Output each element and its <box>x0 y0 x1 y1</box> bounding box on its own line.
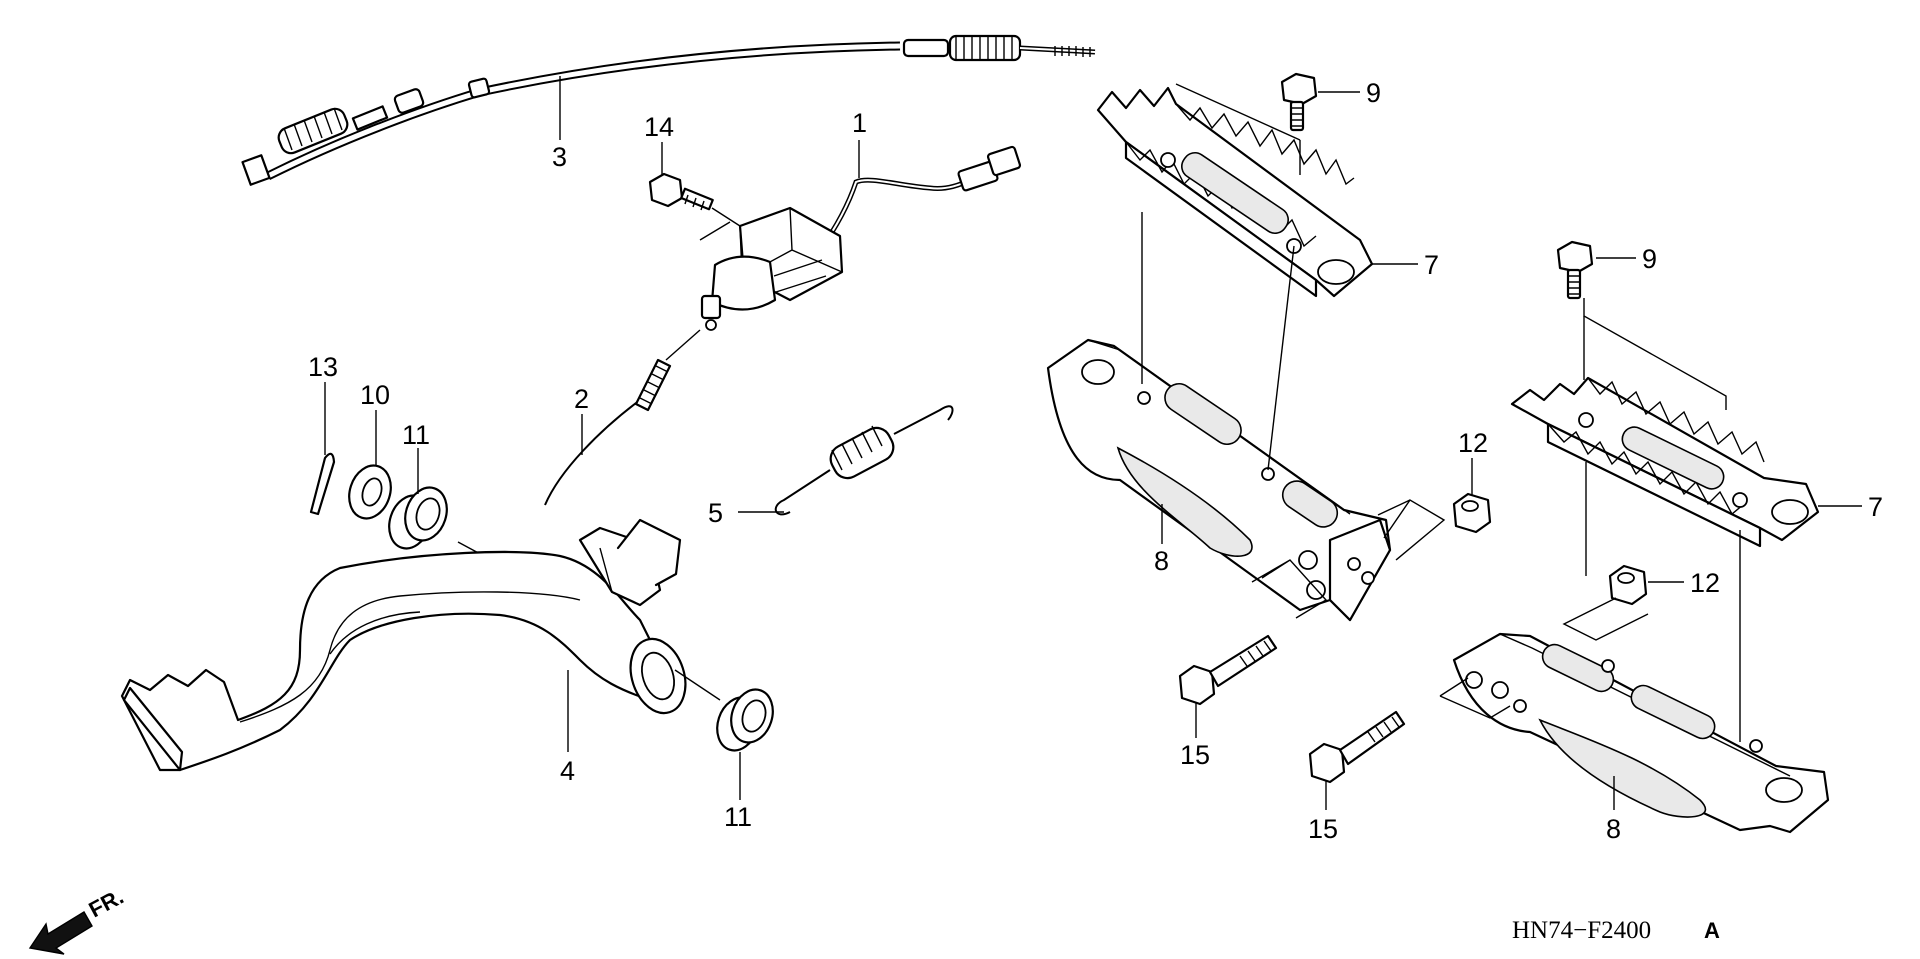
callout-8-upper: 8 <box>1154 546 1169 576</box>
washer-10 <box>348 410 392 520</box>
callout-8-lower: 8 <box>1606 814 1621 844</box>
callout-3: 3 <box>552 142 567 172</box>
switch-spring <box>544 329 701 506</box>
callout-7-upper: 7 <box>1424 250 1439 280</box>
callout-13: 13 <box>308 352 338 382</box>
diagram-code: HN74−F2400 A <box>1512 917 1720 944</box>
cotter-pin-13 <box>309 382 336 516</box>
diagram-revision: A <box>1704 918 1720 943</box>
bolt-9-upper <box>1280 72 1360 132</box>
footpeg-7-upper <box>1096 83 1418 298</box>
bushing-11-right <box>716 688 774 800</box>
callout-9-upper: 9 <box>1366 78 1381 108</box>
callout-7-lower: 7 <box>1868 492 1883 522</box>
bolt-15-upper <box>1178 634 1278 738</box>
footpeg-bracket-8-lower <box>1439 462 1830 834</box>
bushing-11-left <box>388 448 448 550</box>
footpeg-7-lower <box>1510 376 1862 548</box>
bolt-9-lower <box>1556 240 1727 410</box>
callout-9-lower: 9 <box>1642 244 1657 274</box>
callout-11-right: 11 <box>724 802 752 832</box>
callout-12-lower: 12 <box>1690 568 1720 598</box>
front-arrow-icon <box>28 911 93 955</box>
callout-5: 5 <box>708 498 723 528</box>
brake-light-switch <box>700 140 1022 331</box>
callout-2: 2 <box>574 384 589 414</box>
nut-12-lower <box>1562 564 1684 641</box>
front-label: FR. <box>85 884 128 923</box>
bolt-15-lower <box>1308 710 1406 810</box>
front-direction-indicator: FR. <box>28 884 128 955</box>
callout-14: 14 <box>644 112 674 142</box>
cable-boot-left <box>277 107 349 155</box>
bolt-14 <box>648 142 741 241</box>
brake-cable <box>241 34 1096 186</box>
callout-15-lower: 15 <box>1308 814 1338 844</box>
return-spring <box>738 405 954 516</box>
callout-11-left: 11 <box>402 420 430 450</box>
nut-12-upper <box>1452 458 1492 534</box>
footpeg-bracket-8-upper <box>1046 212 1446 622</box>
callout-10: 10 <box>360 380 390 410</box>
diagram-code-text: HN74−F2400 <box>1512 917 1651 944</box>
callout-15-upper: 15 <box>1180 740 1210 770</box>
callout-labels: 1 2 3 4 5 7 7 8 8 9 9 10 11 11 12 12 13 … <box>308 78 1883 844</box>
callout-12-upper: 12 <box>1458 428 1488 458</box>
brake-pedal <box>120 518 687 772</box>
callout-1: 1 <box>852 108 867 138</box>
cable-adjuster-right <box>902 34 1096 62</box>
callout-4: 4 <box>560 756 575 786</box>
